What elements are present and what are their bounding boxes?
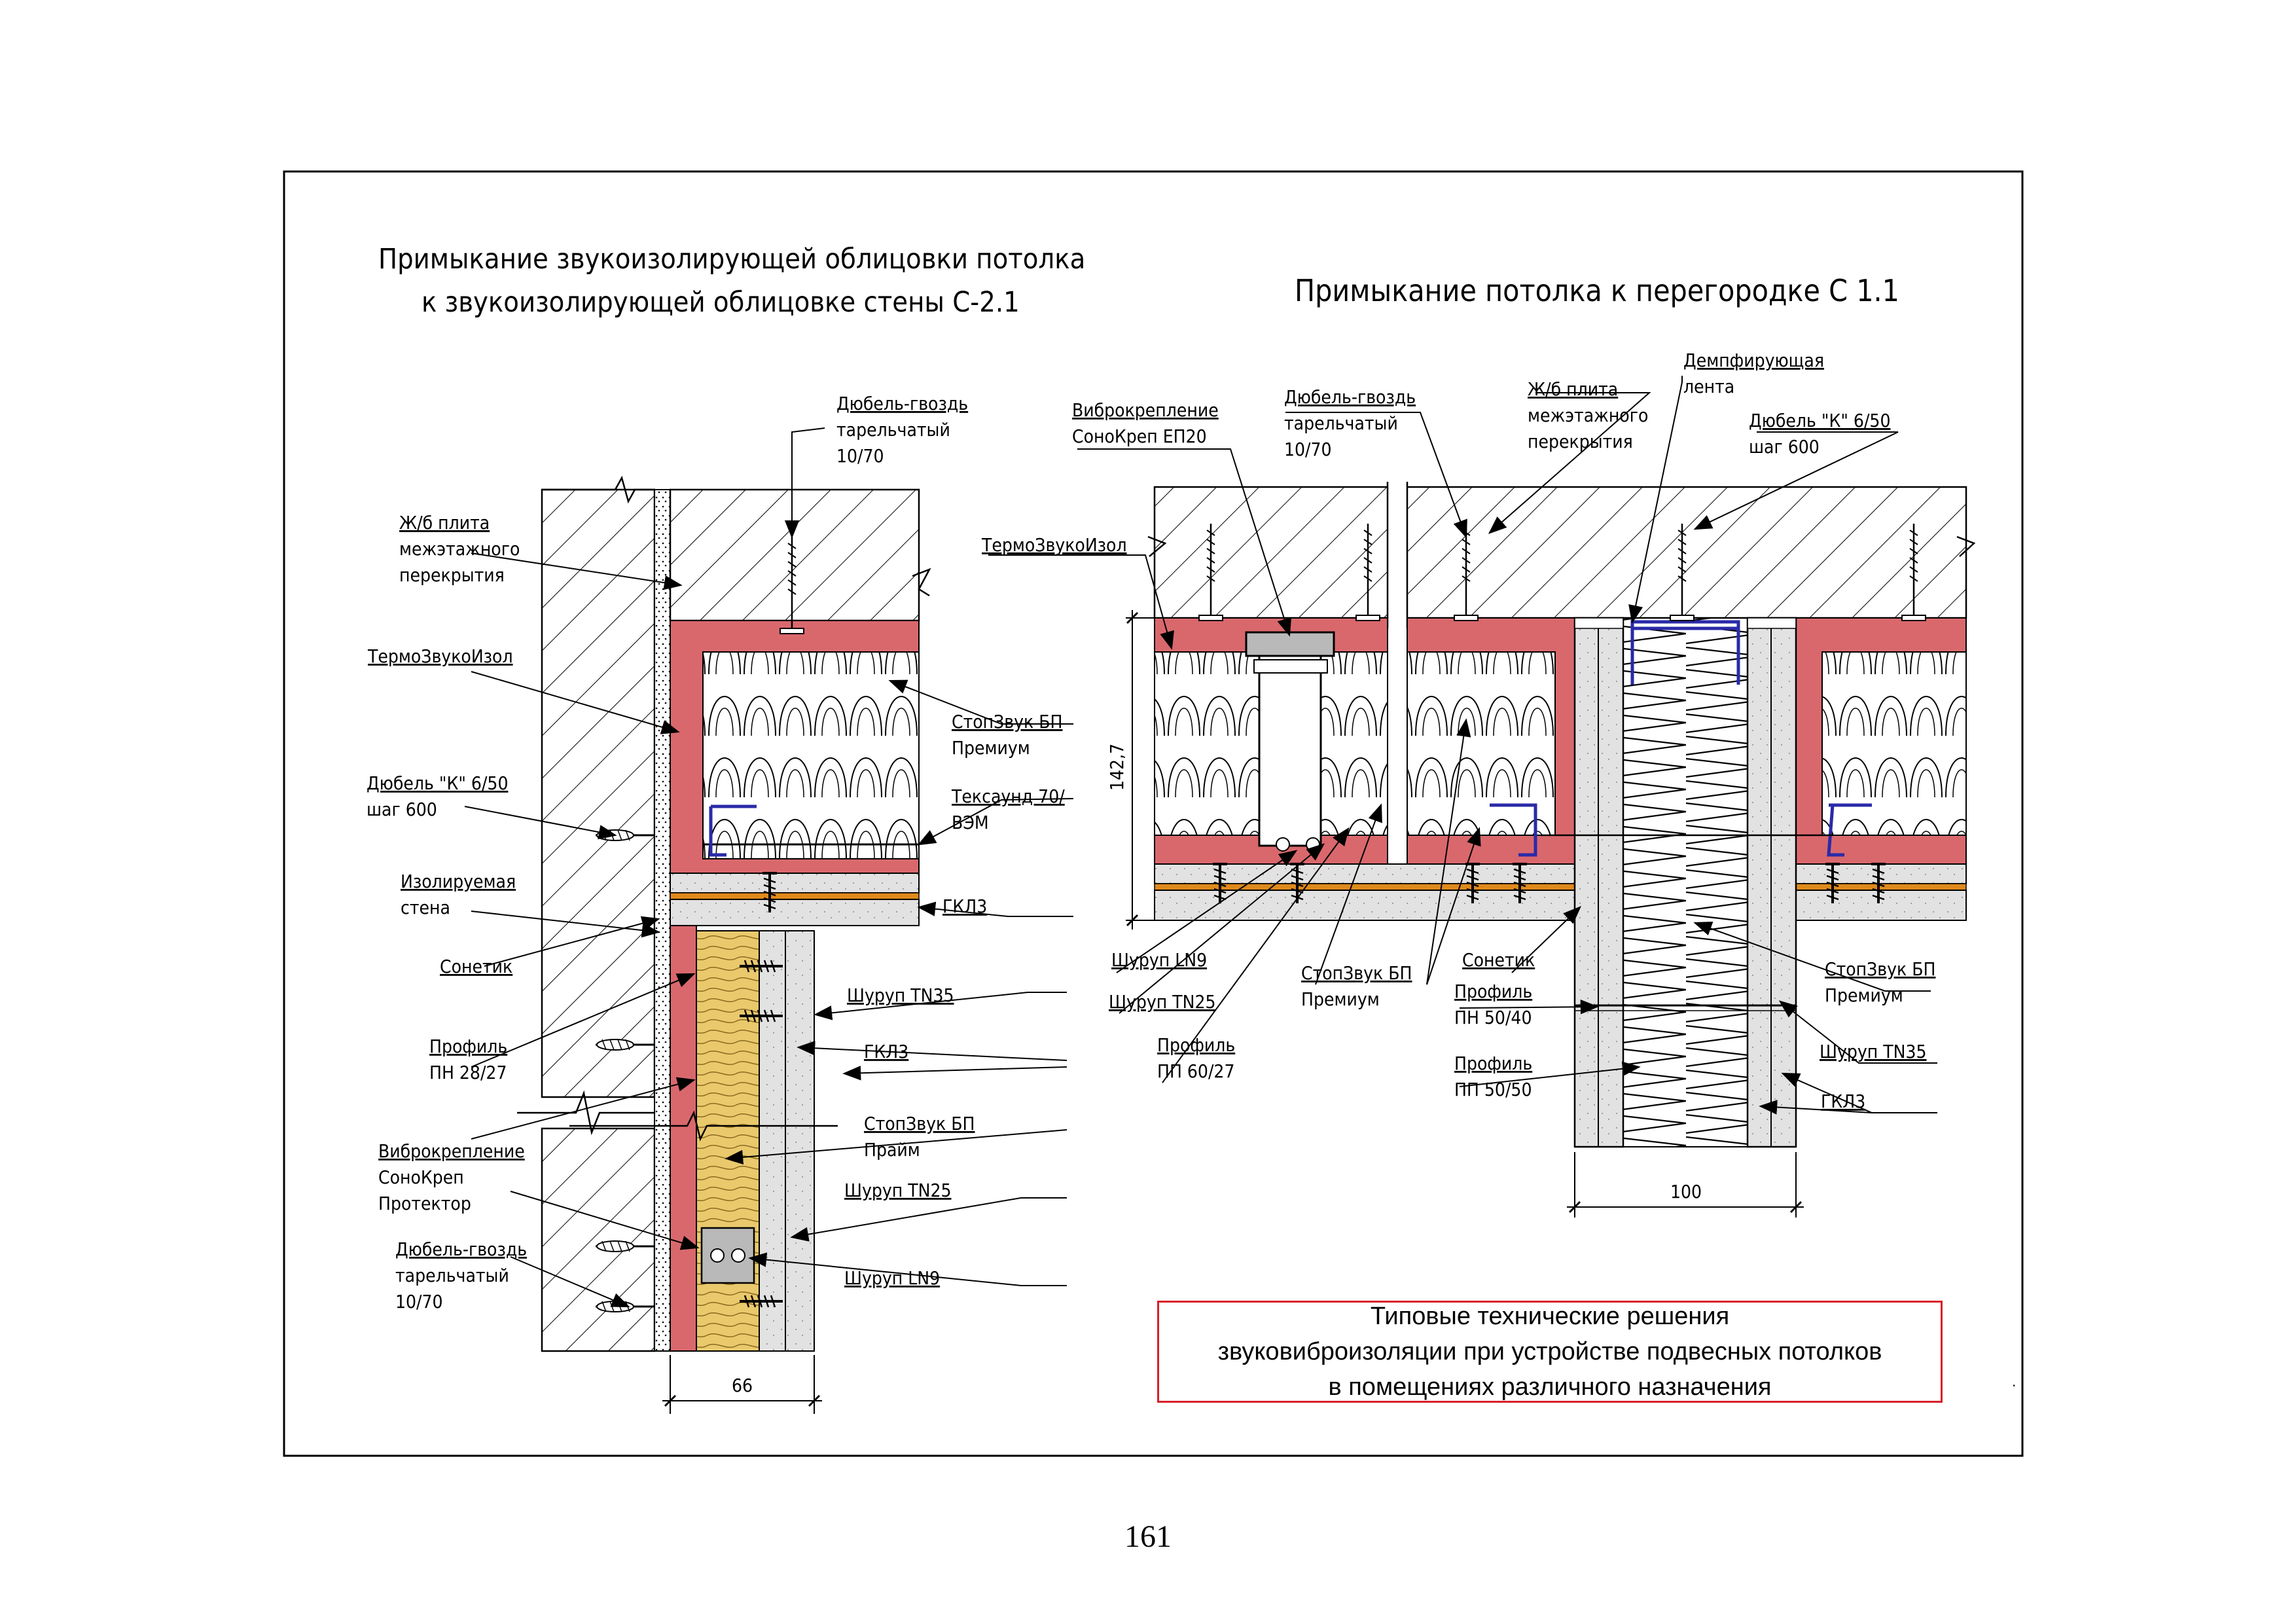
right-label-vibro-2: СоноКреп ЕП20 [1072,425,1207,447]
stamp-line3: в помещениях различного назначения [1328,1373,1772,1401]
stamp-line1: Типовые технические решения [1370,1303,1730,1330]
left-label-teksound-1: Тексаунд 70/ [951,785,1065,807]
left-label-dowel-k-1: Дюбель "К" 6/50 [367,772,508,794]
right-label-profile-pp-1: Профиль [1157,1034,1235,1056]
left-label-gkl: ГКЛ3 [942,895,987,917]
right-label-vibro-1: Виброкрепление [1072,399,1219,421]
left-label-vibro-2: СоноКреп [378,1166,464,1188]
left-leaders [464,427,1074,1308]
partition-wool [1623,617,1748,1147]
left-label-gkl2: ГКЛ3 [864,1041,908,1062]
drawing-frame [283,170,2024,1457]
left-label-dowel-k-2: шаг 600 [367,799,437,820]
left-label-screw-ln9: Шуруп LN9 [844,1267,940,1289]
left-label-slab-3: перекрытия [399,564,505,586]
right-label-dowel-nail-3: 10/70 [1284,439,1332,460]
left-label-dowel-nail-b-1: Дюбель-гвоздь [395,1238,527,1260]
isolated-wall [541,488,656,1098]
left-label-stopzvuk-prem-1: СтопЗвук БП [952,711,1063,732]
left-label-dowel-nail-2: тарельчатый [836,419,950,441]
right-leaders [988,376,1937,1115]
right-label-dowel-nail-2: тарельчатый [1284,412,1398,434]
right-label-sonetik: Сонетик [1462,949,1535,971]
sonokrep-protector [700,1227,755,1284]
left-label-stopzvuk-prime-1: СтопЗвук БП [864,1113,975,1134]
left-label-screw-tn25: Шуруп TN25 [844,1180,952,1201]
left-title-line1: Примыкание звукоизолирующей облицовки по… [378,243,1085,276]
left-label-profile-2: ПН 28/27 [429,1062,507,1083]
concrete-slab-right [1153,486,1967,619]
concrete-slab-left [669,488,920,622]
sonetik-strip-left [654,489,671,1352]
right-dim-width: 100 [1670,1181,1702,1202]
left-label-thermo: ТермоЗвукоИзол [367,645,513,667]
right-label-damp-1: Демпфирующая [1683,350,1824,371]
left-label-screw-tn35: Шуруп TN35 [847,984,954,1006]
ceiling-gkl-2-left [670,899,920,926]
right-label-screw-tn25: Шуруп TN25 [1109,991,1216,1013]
right-label-profile-pp50-2: ПП 50/50 [1454,1079,1532,1100]
right-title: Примыкание потолка к перегородке С 1.1 [1295,273,1899,308]
page-number: 161 [1124,1519,1172,1554]
right-label-slab-1: Ж/б плита [1528,378,1618,400]
left-label-sonetik: Сонетик [440,956,512,977]
right-label-damp-2: лента [1683,376,1734,397]
left-label-dowel-nail-b-2: тарельчатый [395,1265,509,1286]
right-label-stopzvuk-r-2: Премиум [1825,984,1903,1006]
right-label-thermo: ТермоЗвукоИзол [981,534,1127,556]
sonokrep-ep20 [1245,631,1335,657]
stopzvuk-prime-left [696,930,760,1352]
right-label-profile-pp50-1: Профиль [1454,1053,1532,1074]
left-dim-width: 66 [732,1375,753,1396]
mineral-wool-left [702,651,920,859]
left-label-wall-1: Изолируемая [401,871,516,892]
left-label-teksound-2: ВЭМ [952,812,989,833]
left-label-dowel-nail-3: 10/70 [836,445,884,467]
left-label-slab-2: межэтажного [399,538,520,560]
left-label-dowel-nail-1: Дюбель-гвоздь [836,393,968,414]
right-label-dowel-k-2: шаг 600 [1749,436,1820,458]
left-label-vibro-1: Виброкрепление [378,1140,525,1162]
right-label-profile-pp-2: ПП 60/27 [1157,1060,1234,1082]
right-dim-height: 142,7 [1106,744,1128,791]
right-label-gkl: ГКЛ3 [1821,1091,1865,1112]
profile-pn-left [709,804,757,857]
left-label-dowel-nail-b-3: 10/70 [395,1291,443,1312]
right-label-dowel-k-1: Дюбель "К" 6/50 [1749,410,1890,431]
left-label-stopzvuk-prem-2: Премиум [952,737,1030,759]
right-label-slab-2: межэтажного [1528,405,1648,426]
ceiling-tape-left [670,892,920,900]
right-label-dowel-nail-1: Дюбель-гвоздь [1284,386,1416,408]
left-label-wall-2: стена [401,897,450,918]
right-label-stopzvuk-2: Премиум [1301,988,1380,1010]
right-label-profile-pn-2: ПН 50/40 [1454,1007,1532,1028]
right-label-screw-tn35: Шуруп TN35 [1820,1041,1927,1062]
left-title-line2: к звукоизолирующей облицовке стены С-2.1 [422,286,1020,319]
right-label-stopzvuk-r-1: СтопЗвук БП [1825,958,1936,980]
ceiling-gkl-1-left [670,873,920,893]
svg-text:·: · [2012,1378,2016,1394]
right-label-stopzvuk-1: СтопЗвук БП [1301,962,1412,984]
right-label-slab-3: перекрытия [1528,431,1633,452]
right-detail [1126,482,1976,1218]
stamp-line2: звуковиброизоляции при устройстве подвес… [1217,1338,1882,1365]
left-label-vibro-3: Протектор [378,1193,471,1214]
right-label-profile-pn-1: Профиль [1454,981,1532,1002]
right-label-screw-ln9: Шуруп LN9 [1111,949,1207,971]
left-label-slab-1: Ж/б плита [399,512,490,533]
left-label-profile-1: Профиль [429,1036,507,1057]
title-stamp: Типовые технические решения звуковиброиз… [1157,1301,1943,1403]
left-label-stopzvuk-prime-2: Прайм [864,1139,920,1161]
